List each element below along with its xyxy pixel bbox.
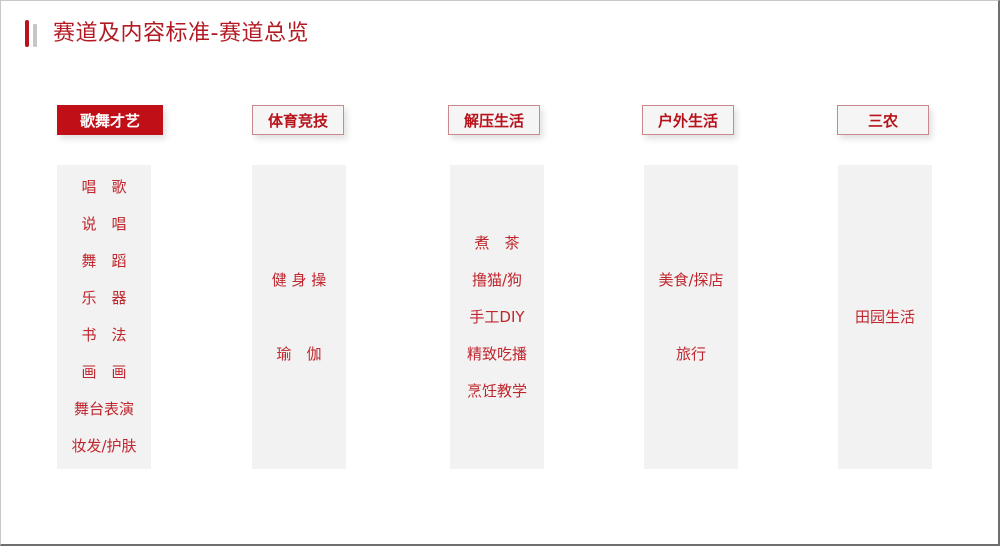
- list-item: 唱 歌: [81, 178, 127, 196]
- list-item: 健 身 操: [271, 271, 327, 289]
- list-item: 精致吃播: [466, 344, 527, 363]
- category-tab-sports[interactable]: 体育竞技: [252, 105, 344, 135]
- list-item: 说 唱: [81, 215, 127, 233]
- category-list-agriculture: 田园生活: [838, 165, 932, 469]
- category-list-relaxing-life: 煮 茶 撸猫/狗 手工DIY 精致吃播 烹饪教学: [450, 165, 544, 469]
- category-tab-relaxing-life[interactable]: 解压生活: [448, 105, 540, 135]
- category-list-sports: 健 身 操 瑜 伽: [252, 165, 346, 469]
- list-item: 烹饪教学: [466, 381, 527, 400]
- list-item: 田园生活: [854, 307, 915, 326]
- list-item: 旅行: [675, 345, 706, 363]
- page-title: 赛道及内容标准-赛道总览: [53, 21, 309, 46]
- list-item: 乐 器: [81, 289, 127, 307]
- list-item: 画 画: [81, 363, 127, 381]
- list-item: 撸猫/狗: [471, 270, 523, 289]
- list-item: 美食/探店: [658, 271, 724, 289]
- category-tab-outdoor-life[interactable]: 户外生活: [642, 105, 734, 135]
- category-list-singing-dancing: 唱 歌 说 唱 舞 蹈 乐 器 书 法 画 画 舞台表演 妆发/护肤: [57, 165, 151, 469]
- list-item: 妆发/护肤: [71, 437, 137, 455]
- list-item: 书 法: [81, 326, 127, 344]
- category-tab-agriculture[interactable]: 三农: [837, 105, 929, 135]
- list-item: 煮 茶: [474, 233, 520, 252]
- category-list-outdoor-life: 美食/探店 旅行: [644, 165, 738, 469]
- list-item: 瑜 伽: [276, 345, 322, 363]
- list-item: 舞 蹈: [81, 252, 127, 270]
- list-item: 手工DIY: [469, 307, 525, 326]
- list-item: 舞台表演: [73, 400, 134, 418]
- category-tab-singing-dancing[interactable]: 歌舞才艺: [57, 105, 163, 135]
- title-accent-bar-gray: [33, 24, 37, 47]
- title-accent-bar-red: [25, 20, 29, 47]
